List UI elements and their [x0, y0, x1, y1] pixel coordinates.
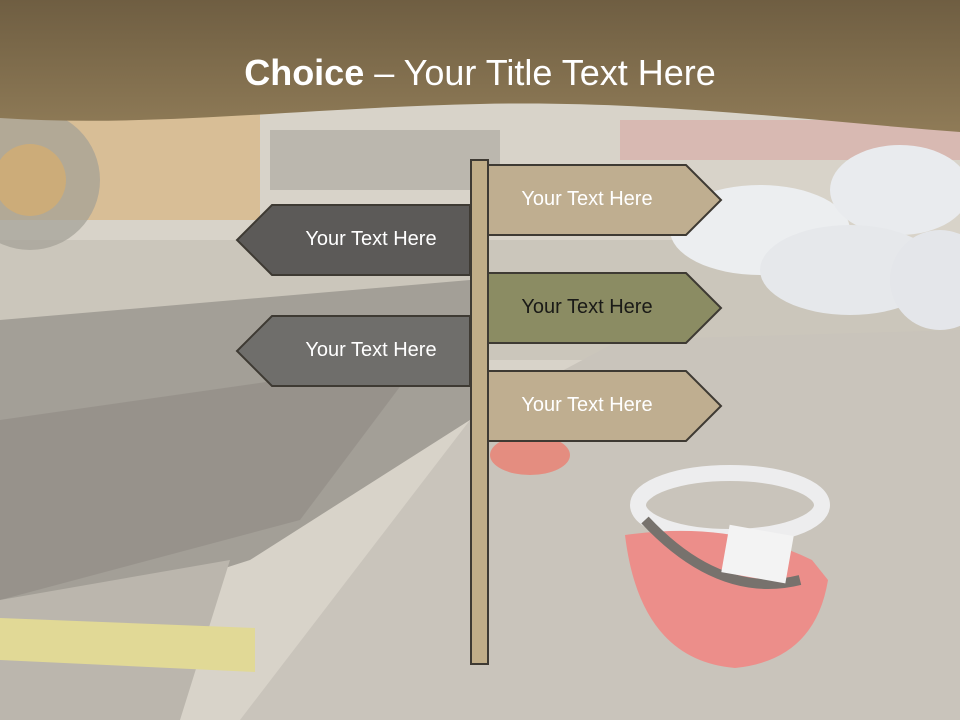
title-bold: Choice — [244, 52, 365, 93]
sign-right-1-label: Your Text Here — [521, 188, 653, 210]
slide-title: Choice – Your Title Text Here — [0, 52, 960, 94]
sign-left-1[interactable] — [235, 204, 471, 276]
sign-left-1-label: Your Text Here — [305, 228, 437, 250]
sign-right-2-label: Your Text Here — [521, 296, 653, 318]
sign-right-3-label: Your Text Here — [521, 394, 653, 416]
sign-right-3[interactable] — [487, 370, 723, 442]
sign-left-2[interactable] — [235, 315, 471, 387]
sign-right-1[interactable] — [487, 164, 723, 236]
signpost-pole — [470, 159, 489, 665]
title-rest: Your Title Text Here — [403, 52, 716, 93]
sign-left-2-label: Your Text Here — [305, 339, 437, 361]
sign-right-2[interactable] — [487, 272, 723, 344]
title-separator: – — [364, 52, 404, 93]
